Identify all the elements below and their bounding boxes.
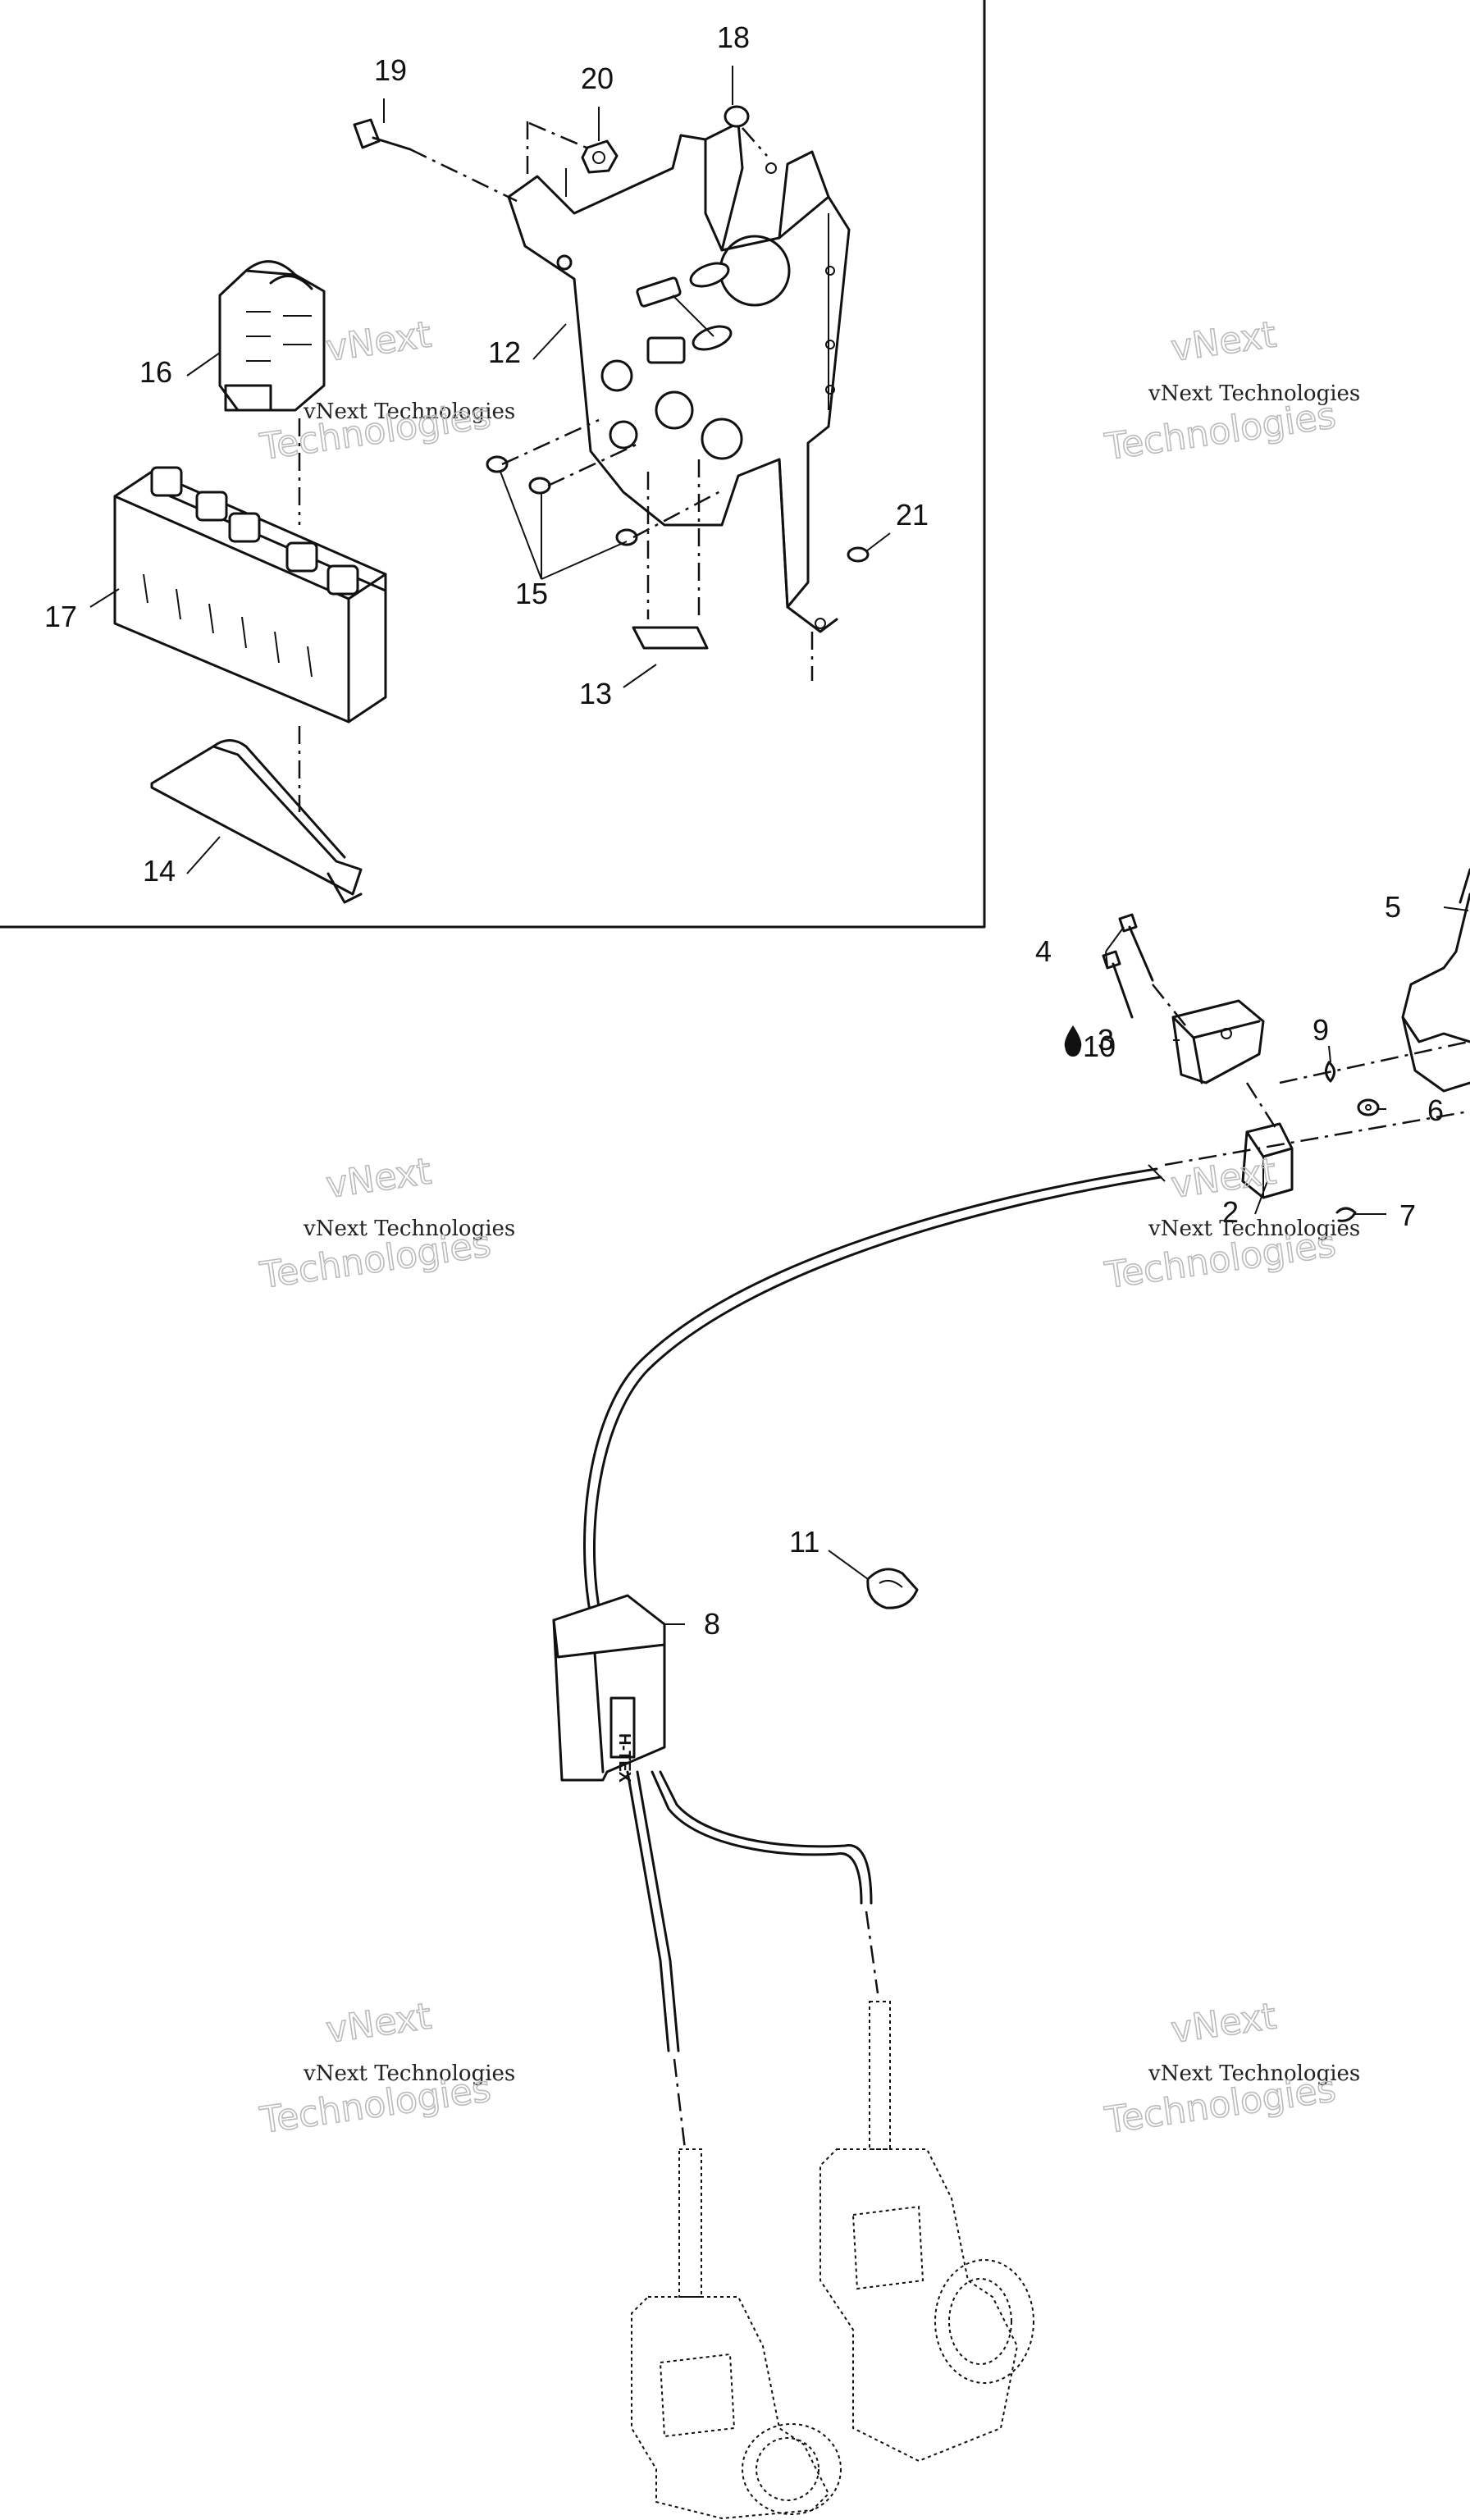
watermark-3: vNext vNext Technologies Technologies	[257, 1150, 516, 1298]
part-20-nut	[526, 121, 619, 176]
leader-lines	[89, 66, 1469, 1625]
oil-drop-icon	[1064, 1025, 1082, 1057]
carb-cables	[626, 1770, 879, 2150]
label-18: 18	[717, 21, 750, 54]
label-13: 13	[579, 677, 612, 710]
svg-text:vNext Technologies: vNext Technologies	[303, 1217, 515, 1241]
label-10: 10	[1083, 1029, 1116, 1063]
label-21: 21	[896, 498, 929, 532]
label-15: 15	[515, 577, 548, 610]
svg-text:vNext: vNext	[323, 1995, 433, 2051]
part-9-clip	[1325, 1061, 1335, 1083]
part-14-clip	[150, 739, 363, 904]
part-13-pad	[632, 459, 709, 650]
svg-text:vNext Technologies: vNext Technologies	[1148, 2061, 1360, 2086]
inset-frame	[0, 0, 986, 929]
label-19: 19	[374, 53, 407, 87]
part-12-bracket	[507, 121, 851, 633]
label-7: 7	[1399, 1198, 1416, 1232]
svg-text:vNext: vNext	[323, 313, 433, 369]
part-3-bracket	[1171, 999, 1265, 1084]
part-18-plug	[724, 105, 768, 157]
h-tex-marking: H-TEX	[615, 1733, 633, 1783]
part-16-connector	[218, 260, 326, 525]
svg-text:vNext: vNext	[323, 1150, 433, 1206]
label-6: 6	[1427, 1093, 1444, 1127]
watermark-6: vNext vNext Technologies Technologies	[1102, 1995, 1361, 2143]
svg-text:vNext: vNext	[1168, 313, 1278, 369]
label-11: 11	[789, 1525, 819, 1559]
svg-text:vNext Technologies: vNext Technologies	[303, 2061, 515, 2086]
part-17-fuse-box	[113, 466, 387, 812]
carburetor-right	[819, 2001, 1034, 2463]
part-11-clamp	[866, 1568, 919, 1609]
part-7-clip	[1335, 1207, 1357, 1222]
part-6-washer	[1357, 1098, 1380, 1116]
part-21-screw	[810, 546, 870, 681]
watermark-5: vNext vNext Technologies Technologies	[257, 1995, 516, 2143]
label-4: 4	[1035, 934, 1052, 968]
label-3: 3	[1098, 1023, 1114, 1057]
svg-text:vNext: vNext	[1168, 1995, 1278, 2051]
label-8: 8	[704, 1607, 720, 1641]
svg-text:vNext Technologies: vNext Technologies	[1148, 1217, 1360, 1241]
label-17: 17	[44, 600, 77, 633]
label-5: 5	[1385, 890, 1401, 924]
part-15-screws	[486, 418, 723, 546]
part-8-junction-box: H-TEX	[552, 1594, 666, 1783]
part-10-cable	[583, 1164, 1166, 1618]
label-9: 9	[1312, 1013, 1329, 1047]
watermark-2: vNext vNext Technologies Technologies	[1102, 313, 1361, 469]
part-5-lever	[1401, 868, 1470, 1093]
part-19-bolt	[353, 118, 518, 203]
svg-text:vNext Technologies: vNext Technologies	[303, 399, 515, 424]
svg-text:vNext Technologies: vNext Technologies	[1148, 381, 1360, 406]
carburetor-left	[631, 2148, 842, 2520]
label-12: 12	[488, 336, 521, 369]
label-14: 14	[143, 854, 176, 888]
label-2: 2	[1222, 1195, 1239, 1229]
label-20: 20	[581, 62, 614, 95]
callout-labels: 2 3 4 5 6 7 8 9 10 11 12 13 14 15 16 17 …	[44, 21, 1444, 1641]
label-16: 16	[139, 355, 172, 389]
